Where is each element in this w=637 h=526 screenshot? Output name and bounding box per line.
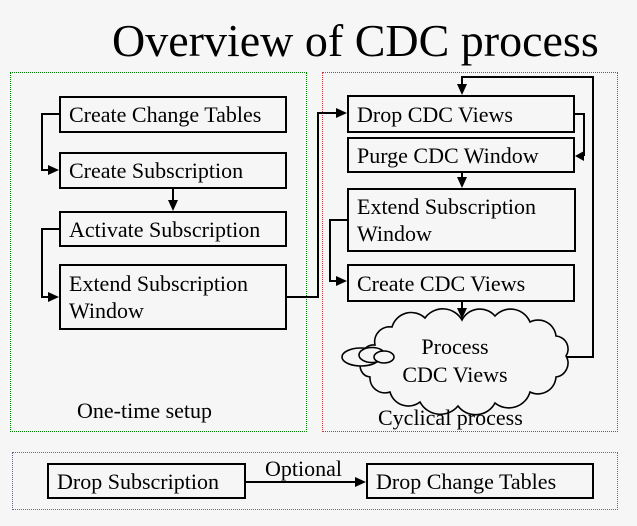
- optional-panel: [12, 452, 618, 510]
- cyclical-process-label: Cyclical process: [378, 405, 523, 430]
- flow-box-extend-subscription-window-setup: Extend Subscription Window: [59, 264, 287, 330]
- cloud-label: Process CDC Views: [355, 333, 555, 389]
- flow-box-create-subscription: Create Subscription: [59, 152, 287, 189]
- optional-label: Optional: [265, 456, 342, 481]
- flow-box-drop-change-tables: Drop Change Tables: [366, 463, 594, 499]
- flow-box-create-change-tables: Create Change Tables: [59, 96, 287, 133]
- one-time-setup-label: One-time setup: [77, 398, 213, 423]
- flow-box-drop-subscription: Drop Subscription: [47, 463, 246, 499]
- flow-box-extend-subscription-window-cyclic: Extend Subscription Window: [347, 188, 576, 252]
- flow-box-purge-cdc-window: Purge CDC Window: [347, 137, 575, 173]
- flow-box-drop-cdc-views: Drop CDC Views: [347, 95, 575, 133]
- flow-box-create-cdc-views: Create CDC Views: [347, 264, 575, 302]
- cloud-label-line2: CDC Views: [402, 362, 508, 387]
- cloud-label-line1: Process: [421, 334, 489, 359]
- flow-box-activate-subscription: Activate Subscription: [59, 211, 287, 247]
- diagram-title: Overview of CDC process: [112, 15, 599, 66]
